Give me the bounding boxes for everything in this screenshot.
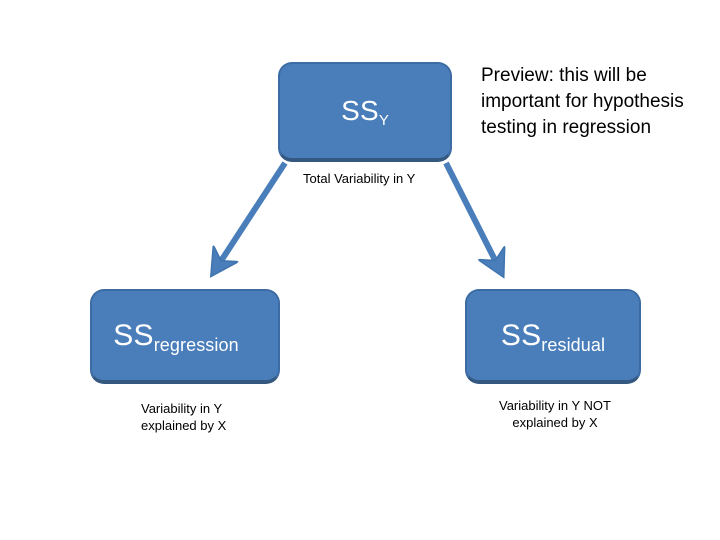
arrow-total-to-residual	[443, 161, 497, 264]
box-ss-residual-label: SSresidual	[500, 318, 605, 354]
box-ss-total[interactable]: SSY	[278, 62, 452, 162]
box-ss-total-label: SSY	[341, 95, 389, 129]
ss-total-base: SS	[341, 95, 379, 126]
caption-ss-residual-line2: explained by X	[512, 414, 598, 430]
ss-residual-subscript: residual	[541, 334, 606, 355]
box-ss-regression[interactable]: SSregression	[90, 289, 280, 384]
caption-ss-regression-line2: explained by X	[141, 417, 227, 433]
caption-ss-regression-line1: Variability in Y	[141, 401, 223, 416]
ss-total-subscript: Y	[378, 112, 389, 129]
box-ss-regression-label: SSregression	[113, 318, 244, 354]
box-ss-residual[interactable]: SSresidual	[465, 289, 641, 384]
ss-regression-subscript: regression	[153, 334, 239, 355]
ss-residual-base: SS	[500, 318, 542, 352]
caption-ss-total: Total Variability in Y	[303, 171, 416, 186]
caption-ss-residual-line1: Variability in Y NOT	[499, 398, 611, 413]
preview-note: Preview: this will be important for hypo…	[481, 65, 684, 139]
ss-regression-base: SS	[113, 318, 154, 352]
arrow-total-to-regression	[219, 161, 288, 264]
caption-ss-regression: Variability in Y explained by X	[141, 401, 291, 434]
caption-ss-residual: Variability in Y NOT explained by X	[470, 398, 640, 431]
